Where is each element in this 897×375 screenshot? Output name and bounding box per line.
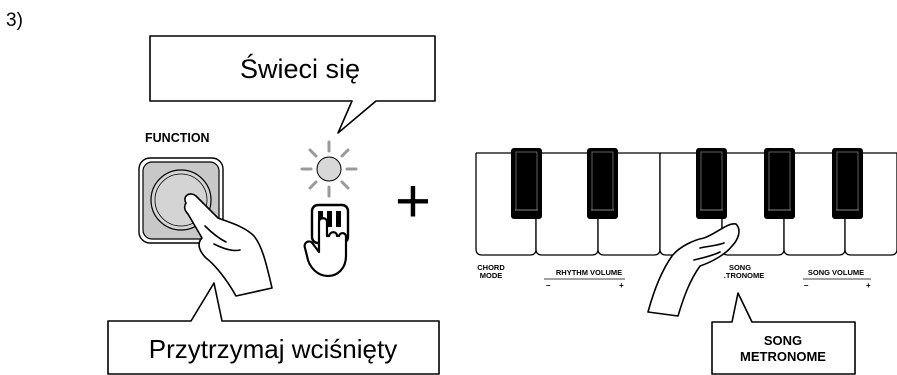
keyboard — [475, 148, 897, 256]
bottom-callout-text: Przytrzymaj wciśnięty — [149, 334, 397, 364]
pressing-hand-icon — [183, 193, 273, 297]
step-number: 3) — [6, 10, 23, 31]
black-key — [587, 148, 618, 219]
function-label: FUNCTION — [145, 131, 210, 145]
song-metronome-label: SONG — [729, 263, 751, 272]
top-callout: Świeci się — [149, 35, 436, 134]
key-callout: SONG METRONOME — [711, 292, 856, 375]
rhythm-plus: + — [619, 281, 624, 290]
black-key — [511, 148, 542, 219]
keyboard-hand-icon — [303, 203, 350, 278]
keyboard-pressing-hand-icon — [647, 223, 740, 317]
keyboard-labels: CHORD MODE RHYTHM VOLUME – + SONG .TRONO… — [477, 263, 871, 290]
chord-mode-label-2: MODE — [480, 271, 503, 280]
plus-sign: + — [395, 167, 431, 236]
top-callout-text: Świeci się — [240, 52, 360, 84]
black-key — [696, 148, 727, 219]
song-plus: + — [866, 281, 871, 290]
song-minus: – — [804, 281, 809, 290]
bottom-callout: Przytrzymaj wciśnięty — [107, 282, 440, 375]
chord-mode-label: CHORD — [477, 263, 505, 272]
song-metronome-label-2: .TRONOME — [724, 271, 764, 280]
black-key — [764, 148, 795, 219]
black-key — [832, 148, 863, 219]
lamp-lit-icon — [300, 140, 358, 198]
key-callout-line1: SONG — [764, 333, 802, 348]
rhythm-volume-label: RHYTHM VOLUME — [556, 268, 622, 277]
rhythm-minus: – — [546, 281, 551, 290]
key-callout-line2: METRONOME — [740, 349, 826, 364]
song-volume-label: SONG VOLUME — [808, 268, 864, 277]
